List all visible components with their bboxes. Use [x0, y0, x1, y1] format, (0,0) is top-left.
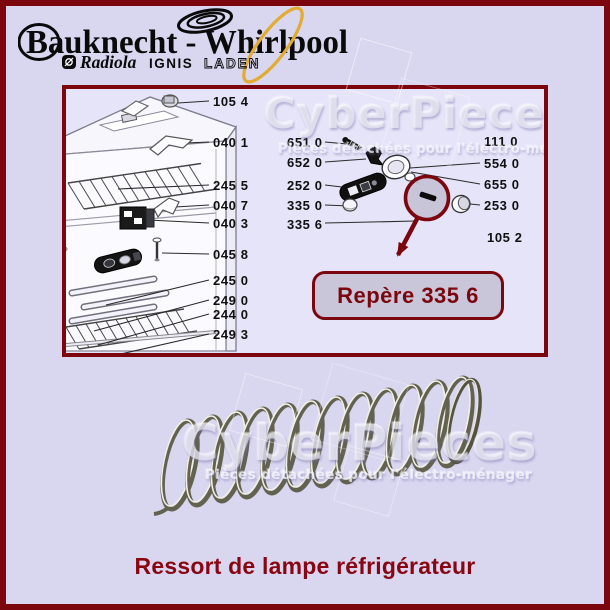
callout-arrow	[396, 215, 420, 257]
part-label: 040 3	[213, 216, 249, 231]
sub-brand-radiola: Radiola	[79, 52, 137, 72]
part-label: 245 5	[213, 178, 249, 193]
b-ellipse	[18, 23, 61, 61]
part-label: 252 0	[287, 178, 323, 193]
callout-box: Repère 335 6	[312, 271, 504, 320]
sub-brand-ignis: IGNIS	[149, 56, 193, 71]
diagram-art	[66, 94, 481, 353]
coil-spring	[154, 374, 482, 516]
part-label: 245 0	[213, 273, 249, 288]
exploded-diagram-box: 105 4 040 1 245 5 040 7 040 3 045 8 245 0 249 0…	[62, 85, 548, 357]
caption: Ressort de lampe réfrigérateur	[134, 553, 476, 579]
brand-wordmark: Bauknecht - Whirlpool	[26, 24, 348, 61]
part-label: 655 0	[484, 177, 520, 192]
part-label: 249 0	[213, 293, 249, 308]
fridge-drawing	[66, 96, 238, 352]
part-label: 249 3	[213, 327, 249, 342]
radiola-icon	[62, 55, 76, 69]
callout-label: Repère 335 6	[337, 282, 479, 308]
part-label: 045 8	[213, 247, 249, 262]
part-label: 040 7	[213, 198, 249, 213]
part-label: 105 4	[213, 94, 249, 109]
swirl-icon	[177, 8, 233, 34]
part-label: 244 0	[213, 307, 249, 322]
lamp-parts	[339, 137, 471, 214]
part-label: 253 0	[484, 198, 520, 213]
part-label: 651 0	[287, 135, 323, 150]
part-label: 105 2	[487, 230, 523, 245]
part-label: 554 0	[484, 156, 520, 171]
part-label: 652 0	[287, 155, 323, 170]
spring-photo	[130, 362, 482, 516]
part-label: 335 6	[287, 217, 323, 232]
part-label: 040 1	[213, 135, 249, 150]
sub-brand-laden: LADEN	[204, 56, 261, 71]
gold-ring	[242, 6, 304, 84]
leader-lines	[93, 100, 481, 353]
brand-logo: Bauknecht - Whirlpool Radiola IGNIS LADE…	[18, 6, 348, 84]
part-label: 111 0	[484, 134, 519, 149]
highlighted-part	[419, 191, 437, 202]
small-parts-left	[119, 94, 194, 262]
part-label: 335 0	[287, 198, 323, 213]
